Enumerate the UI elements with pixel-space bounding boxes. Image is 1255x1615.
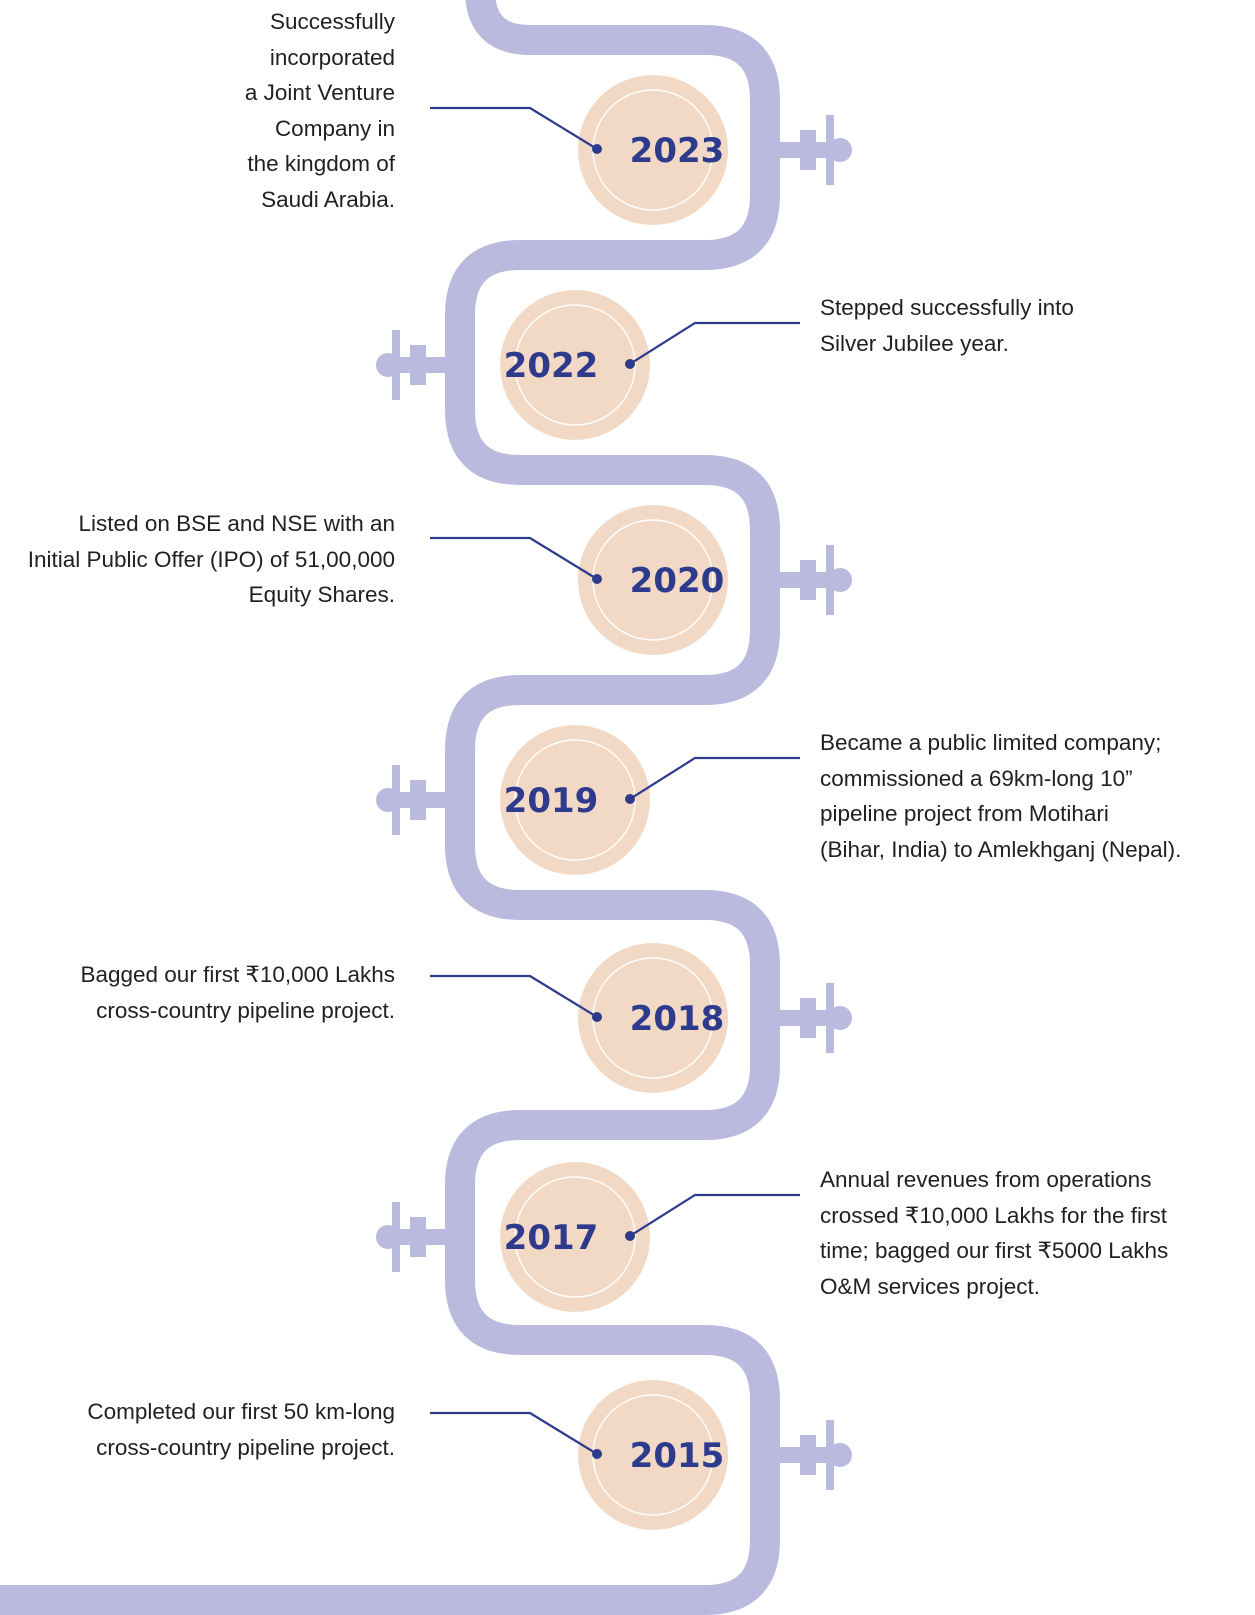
milestone-description: Became a public limited company; commissi… [820,725,1181,867]
connector-dot [625,794,635,804]
description-line: Annual revenues from operations [820,1167,1152,1192]
year-label: 2017 [504,1218,599,1258]
description-line: crossed ₹10,000 Lakhs for the first [820,1202,1167,1228]
year-label: 2022 [504,346,599,386]
description-line: Initial Public Offer (IPO) of 51,00,000 [27,546,395,572]
milestone-circle [500,725,650,875]
connector-line [430,974,598,1018]
description-line: Saudi Arabia. [261,186,395,212]
milestone-circle [578,943,728,1093]
description-line: Listed on BSE and NSE with an [78,511,395,536]
description-line: Company in [274,115,395,141]
pipeline-valve-icon [376,765,460,835]
milestone-node: 2020 [430,505,728,655]
connector-dot [592,574,602,584]
milestone-circle [578,75,728,225]
description-line: pipeline project from Motihari [820,801,1109,826]
description-line: Completed our first 50 km-long [87,1399,395,1424]
connector-line [430,106,598,150]
milestone-node: 2018 [430,943,728,1093]
year-label: 2019 [504,781,599,821]
pipeline-valve-icon [376,330,460,400]
pipeline-valve-icon [376,1202,460,1272]
milestone-node: 2023 [430,75,728,225]
connector-line [629,1193,800,1237]
connector-dot [592,1012,602,1022]
connector-line [629,321,800,365]
description-line: commissioned a 69km-long 10” [820,765,1133,791]
description-line: (Bihar, India) to Amlekhganj (Nepal). [820,836,1182,862]
milestone-description: Completed our first 50 km-long cross-coun… [87,1394,395,1465]
milestone-node: 2017 [500,1162,800,1312]
description-line: Bagged our first ₹10,000 Lakhs [80,962,395,987]
milestone-ring [514,739,636,861]
year-label: 2018 [630,999,725,1039]
description-line: Became a public limited company; [820,730,1162,755]
description-line: Equity Shares. [248,582,395,607]
description-line: Stepped successfully into [820,295,1074,320]
pipeline-valve-icon [765,1420,852,1490]
connector-line [629,756,800,800]
serpentine-pipeline [0,0,780,1615]
milestone-node: 2015 [430,1380,728,1530]
connector-line [430,536,598,580]
milestone-description: Listed on BSE and NSE with an Initial Pub… [28,506,395,613]
year-label: 2020 [630,561,725,601]
description-line: cross-country pipeline project. [96,1434,395,1460]
milestone-node: 2022 [500,290,800,440]
pipeline-valve-icon [765,983,852,1053]
milestone-node: 2019 [500,725,800,875]
milestone-circle [500,1162,650,1312]
pipeline-valve-icon [765,545,852,615]
connector-dot [592,1449,602,1459]
description-line: a Joint Venture [244,80,395,105]
description-line: cross-country pipeline project. [96,997,395,1023]
description-line: time; bagged our first ₹5000 Lakhs [820,1238,1169,1263]
year-label: 2015 [630,1436,725,1476]
connector-dot [625,1231,635,1241]
connector-line [430,1411,598,1455]
description-line: O&M services project. [820,1273,1041,1299]
description-line: Successfully [269,9,395,34]
milestone-ring [514,304,636,426]
description-line: incorporated [269,44,395,70]
milestone-circle [578,505,728,655]
pipeline-valve-icon [765,115,852,185]
milestone-circle [578,1380,728,1530]
description-line: the kingdom of [247,151,395,176]
milestone-ring [514,1176,636,1298]
connector-dot [625,359,635,369]
milestone-description: Bagged our first ₹10,000 Lakhs cross-coun… [80,957,395,1028]
milestone-circle [500,290,650,440]
year-label: 2023 [630,131,725,171]
milestone-description: Annual revenues from operations crossed ₹… [820,1162,1168,1304]
connector-dot [592,144,602,154]
description-line: Silver Jubilee year. [820,330,1009,356]
